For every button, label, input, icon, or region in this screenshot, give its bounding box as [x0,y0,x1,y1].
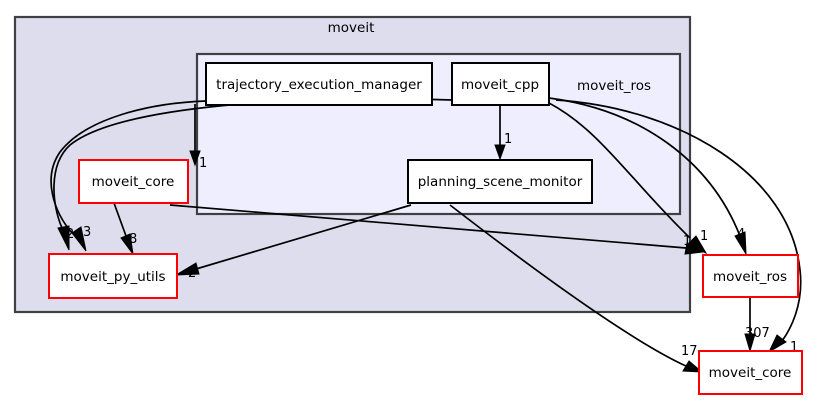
edge-label: 3 [83,225,91,240]
node-label: moveit_core [92,174,175,190]
edge-path [449,204,687,367]
node-moveit-core-left[interactable]: moveit_core [78,159,189,204]
node-label: trajectory_execution_manager [216,77,422,93]
node-label: moveit_ros [713,269,787,285]
edge-psm-to-py-utils: 2 [175,204,412,281]
node-rect[interactable] [698,350,803,395]
edge-curve-to-py-utils-3: 3 [50,100,207,252]
nodes-layer: trajectory_execution_manager moveit_cpp … [48,62,803,395]
node-label: moveit_core [709,365,792,381]
edge-label: 2 [188,266,196,281]
edge-label: 1 [790,340,798,355]
edge-path [50,100,207,234]
node-rect[interactable] [702,254,799,298]
node-planning-scene-monitor[interactable]: planning_scene_monitor [407,159,593,204]
edge-arrowhead [175,262,200,276]
edge-arrowhead [120,233,134,255]
edge-arrowhead [682,360,704,373]
node-moveit-core-bottom[interactable]: moveit_core [698,350,803,395]
edge-path [548,97,741,237]
edges-layer: 1 1 2 3 [50,97,802,373]
edge-label: 1 [504,132,512,147]
edge-path [548,102,691,239]
edge-arrowhead [767,334,787,354]
node-rect[interactable] [48,253,178,299]
edge-arrowhead [494,144,506,161]
edge-label: 8 [129,232,137,247]
edge-moveitcpp-to-psm: 1 [494,105,512,161]
edge-label: 1 [700,229,708,244]
cluster-moveit-ros-label: moveit_ros [577,78,651,94]
edge-path [195,204,412,270]
cluster-moveit-label: moveit [328,20,375,36]
edge-label: 1 [199,156,207,171]
edge-path [555,99,802,342]
edge-arrowhead [734,231,747,255]
edge-moveitcpp-to-moveit-ros: 1 [548,102,708,255]
edge-arrowhead [71,226,87,252]
node-moveit-py-utils[interactable]: moveit_py_utils [48,253,178,299]
node-moveit-ros-right[interactable]: moveit_ros [702,254,799,298]
node-rect[interactable] [205,62,433,106]
node-label: planning_scene_monitor [418,174,583,190]
edge-arrowhead [57,225,70,251]
edge-tem-to-moveit-core: 1 [189,104,207,171]
edge-label: 1 [683,234,691,249]
edge-path [113,202,127,237]
edge-label: 4 [737,227,745,242]
node-rect[interactable] [407,159,593,204]
edge-arrowhead [189,150,201,167]
edge-arrowhead [744,333,756,353]
node-moveit-cpp[interactable]: moveit_cpp [451,62,550,106]
node-label: moveit_cpp [461,77,539,93]
edge-moveitcpp-to-moveit-ros-4: 4 [548,97,747,255]
edge-label: 2 [66,227,74,242]
node-rect[interactable] [78,159,189,204]
node-label: moveit_py_utils [60,269,165,285]
edge-outer-arc-to-moveitcore-bottom: 1 [555,99,802,355]
edge-label: 17 [681,344,698,359]
node-trajectory-execution-manager[interactable]: trajectory_execution_manager [205,62,433,106]
edge-label: 307 [745,326,770,341]
edge-moveitcore-to-py-utils: 8 [113,202,137,255]
edge-arrowhead [687,235,708,255]
edge-path [169,204,687,249]
edge-psm-to-moveitcore-bottom: 17 [449,204,704,373]
node-rect[interactable] [451,62,550,106]
edge-moveitros-to-moveitcore: 307 [744,297,770,353]
